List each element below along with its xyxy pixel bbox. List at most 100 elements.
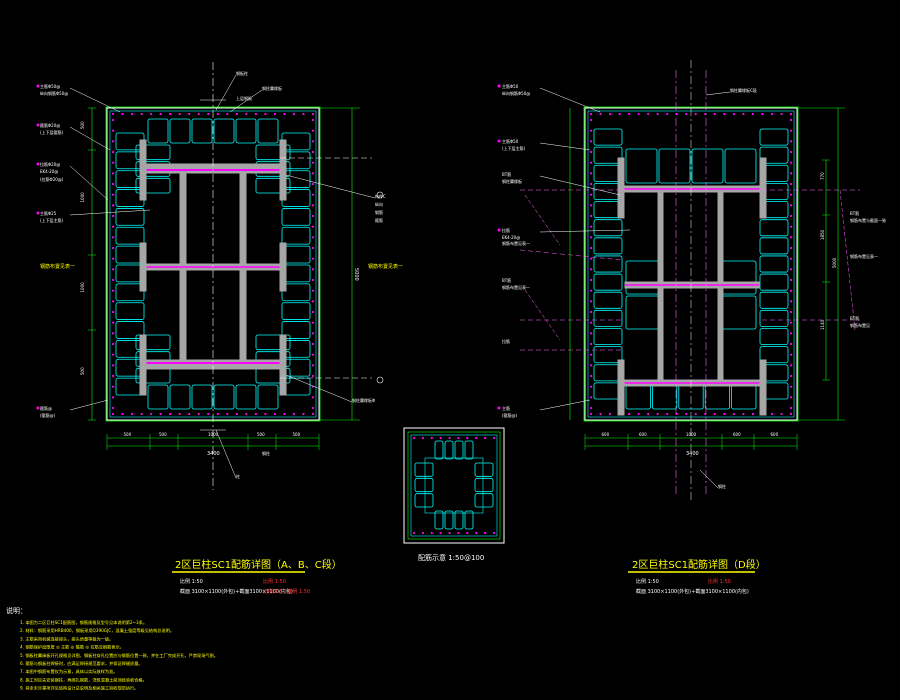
column-b-right-bar bbox=[789, 246, 793, 250]
column-b-bottom-bar bbox=[732, 412, 735, 416]
column-a-top-bar bbox=[264, 112, 267, 116]
column-a-right-lower-stirrups bbox=[255, 334, 291, 351]
column-a-bottom-stirrups bbox=[213, 384, 235, 410]
column-b-left-bar bbox=[589, 300, 593, 303]
small-bottom-stirrups bbox=[454, 510, 464, 530]
column-a-left-bar bbox=[111, 406, 115, 410]
small-top-bar bbox=[492, 436, 496, 440]
column-a-bottom-bar bbox=[159, 412, 162, 416]
column-a-right-bar bbox=[311, 140, 315, 143]
small-top-stirrups bbox=[454, 440, 464, 460]
column-a-left-bar bbox=[111, 268, 115, 271]
column-a-right-bar bbox=[311, 268, 315, 271]
column-a-right-stirrups bbox=[281, 226, 311, 245]
section-bubble bbox=[376, 191, 384, 199]
callout-left-text: (拉筋Φ20@) bbox=[40, 176, 64, 182]
note-line: 1. 本图为二区巨柱SC1配筋图，钢筋规格及型号见本说明第2~3条。 bbox=[20, 619, 147, 626]
leader-line bbox=[699, 469, 719, 489]
column-b-right-bar bbox=[789, 257, 793, 260]
callout-right-text: 上层钢板 bbox=[236, 95, 252, 101]
drawing-a-scale-note: 比例 1:50 bbox=[263, 578, 286, 585]
column-b-right-bar bbox=[789, 310, 793, 314]
column-b-outer-stirrup bbox=[583, 106, 799, 422]
b-callout-left-text: EK4-20@ bbox=[502, 235, 520, 240]
column-a-top-bar bbox=[283, 112, 286, 116]
column-a-bottom-stirrups bbox=[147, 384, 169, 410]
column-a-right-bar bbox=[311, 406, 315, 410]
column-b-top-bar bbox=[761, 112, 764, 116]
column-b-left-mid-stirrups bbox=[625, 260, 661, 295]
column-a-right-stirrups bbox=[281, 302, 311, 320]
column-a-left-bar bbox=[111, 150, 115, 154]
column-b-left-bar bbox=[589, 396, 593, 399]
column-b-bottom-bar bbox=[666, 412, 669, 416]
b-dim-bottom-value: 600 bbox=[771, 432, 779, 437]
pink-angle-line bbox=[524, 194, 561, 246]
column-a-right-bar bbox=[311, 172, 315, 175]
callout-marker bbox=[36, 162, 40, 166]
column-b-right-stirrups bbox=[759, 237, 789, 255]
column-b-right-mid-stirrups bbox=[721, 295, 757, 330]
steel-b-stub-bl bbox=[617, 359, 625, 416]
column-a-right-bar bbox=[311, 300, 315, 303]
column-a-bottom-bar bbox=[130, 412, 134, 416]
column-b-right-bar bbox=[789, 172, 793, 175]
column-b-right-bar bbox=[789, 214, 793, 218]
column-b-top-bar bbox=[685, 112, 688, 116]
callout-marker bbox=[36, 123, 40, 127]
b-dim-bottom-value: 600 bbox=[602, 432, 610, 437]
column-a-top-bar bbox=[188, 112, 191, 116]
small-left-stirrups bbox=[414, 493, 434, 508]
small-section-label: 配筋示意 1:50@100 bbox=[418, 553, 484, 562]
column-b-left-stirrups bbox=[593, 291, 623, 309]
dim-bottom-value: 500 bbox=[293, 432, 301, 437]
column-a-top-bar bbox=[169, 112, 172, 116]
column-a-left-bar bbox=[111, 140, 115, 143]
b-dim-right-value: 1850 bbox=[820, 229, 825, 240]
column-a-right-bar bbox=[311, 150, 315, 154]
column-a-left-bar bbox=[111, 396, 115, 399]
drawing-b-dim-total: 3400 bbox=[686, 451, 699, 457]
column-a-top-stirrups bbox=[213, 118, 235, 144]
column-b-left-bar bbox=[589, 193, 593, 196]
column-a-top-bar bbox=[302, 112, 305, 116]
drawing-a-label-mid-right: 钢筋布置见表一 bbox=[368, 263, 403, 270]
b-dim-right-value: 770 bbox=[820, 172, 825, 180]
steel-stub-mr bbox=[279, 242, 287, 292]
column-a-top-stirrups bbox=[169, 118, 191, 144]
column-b-right-bar bbox=[789, 193, 793, 196]
small-top-bar bbox=[457, 436, 460, 440]
b-callout-right-text: 钢筋布置见表一 bbox=[850, 253, 878, 259]
note-line: 6. 箍筋与钢板柱焊接时，应满足焊接规范要求，并保证焊缝质量。 bbox=[20, 660, 143, 667]
small-right-stirrups bbox=[474, 462, 494, 477]
column-b-left-bar bbox=[589, 118, 593, 122]
column-a-top-stirrups bbox=[147, 118, 169, 144]
drawing-b-title: 2区巨柱SC1配筋详图（D段） bbox=[632, 558, 766, 571]
column-a-right-bar bbox=[311, 353, 315, 356]
column-a-left-bar bbox=[111, 278, 115, 282]
column-a-right-bar bbox=[311, 257, 315, 260]
small-left-stirrups bbox=[414, 477, 434, 493]
column-a-top-stirrups bbox=[235, 118, 257, 144]
drawing-a-dim-right: 5000 bbox=[353, 268, 359, 281]
small-bottom-bar bbox=[492, 531, 496, 535]
column-b-right-stirrups bbox=[759, 291, 789, 309]
callout-right-text: 构件C bbox=[375, 193, 386, 199]
leader-line bbox=[69, 126, 111, 151]
column-a-left-bar bbox=[111, 172, 115, 175]
b-callout-right-text: 钢柱翼缘板C段 bbox=[730, 87, 757, 93]
column-b-top-bar bbox=[627, 112, 631, 116]
b-callout-left-text: 钢柱翼缘板 bbox=[502, 178, 522, 184]
column-b-right-stirrups bbox=[759, 346, 789, 364]
column-a-right-bar bbox=[311, 289, 315, 292]
column-a-left-bar bbox=[111, 257, 115, 260]
drawing-b-scale-note: 比例 1:50 bbox=[708, 578, 731, 585]
b-callout-right-text: 钢柱 bbox=[718, 483, 726, 489]
small-top-bar bbox=[484, 436, 487, 440]
small-top-bar bbox=[439, 436, 442, 440]
column-b-right-stirrups bbox=[759, 146, 789, 164]
column-a-top-bar bbox=[121, 112, 124, 116]
column-a-right-bar bbox=[311, 342, 315, 346]
column-a-right-stirrups bbox=[281, 208, 311, 226]
